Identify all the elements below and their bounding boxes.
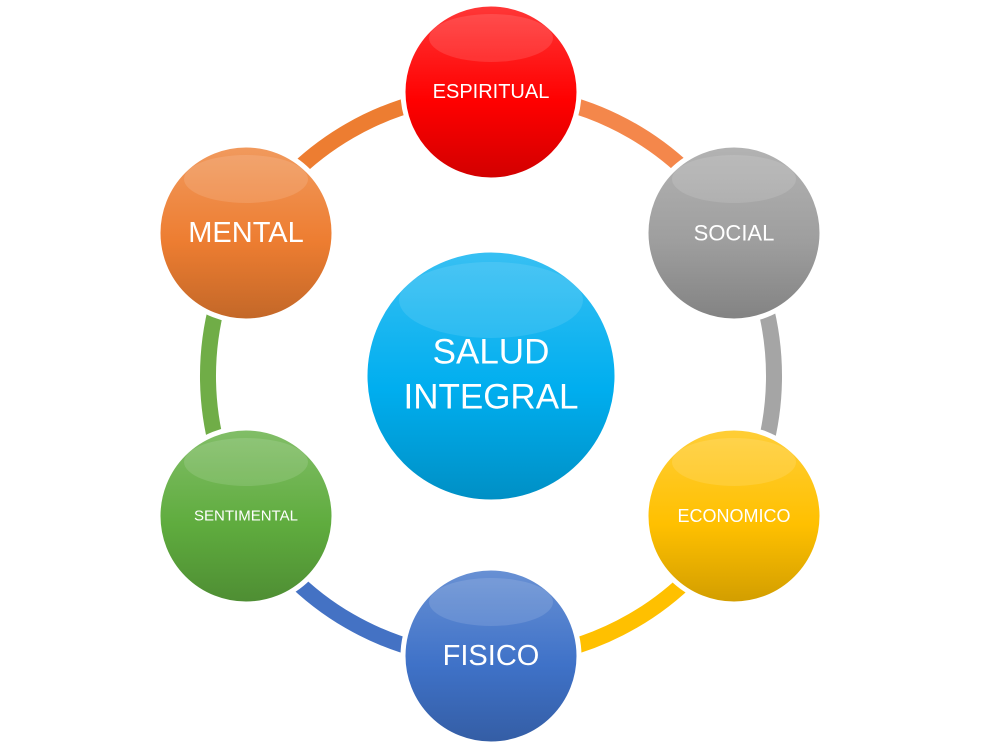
center-node: SALUD INTEGRAL: [362, 247, 620, 505]
node-sentimental: SENTIMENTAL: [155, 425, 337, 607]
node-social: SOCIAL: [643, 142, 825, 324]
center-label-line-1: SALUD: [433, 333, 550, 372]
node-circle-sentimental: [155, 425, 337, 607]
node-circle-social: [643, 142, 825, 324]
node-label-espiritual: ESPIRITUAL: [433, 81, 550, 103]
node-label-economico: ECONOMICO: [677, 506, 790, 526]
node-circle-economico: [643, 425, 825, 607]
center-circle: [362, 247, 620, 505]
node-circle-espiritual: [400, 1, 582, 183]
node-mental: MENTAL: [155, 142, 337, 324]
node-label-mental: MENTAL: [188, 217, 303, 249]
node-label-sentimental: SENTIMENTAL: [194, 508, 298, 525]
node-label-fisico: FISICO: [443, 640, 540, 672]
node-label-social: SOCIAL: [694, 221, 775, 246]
node-economico: ECONOMICO: [643, 425, 825, 607]
node-circle-fisico: [400, 565, 582, 747]
node-circle-mental: [155, 142, 337, 324]
node-espiritual: ESPIRITUAL: [400, 1, 582, 183]
node-fisico: FISICO: [400, 565, 582, 747]
center-label-line-2: INTEGRAL: [403, 378, 578, 417]
